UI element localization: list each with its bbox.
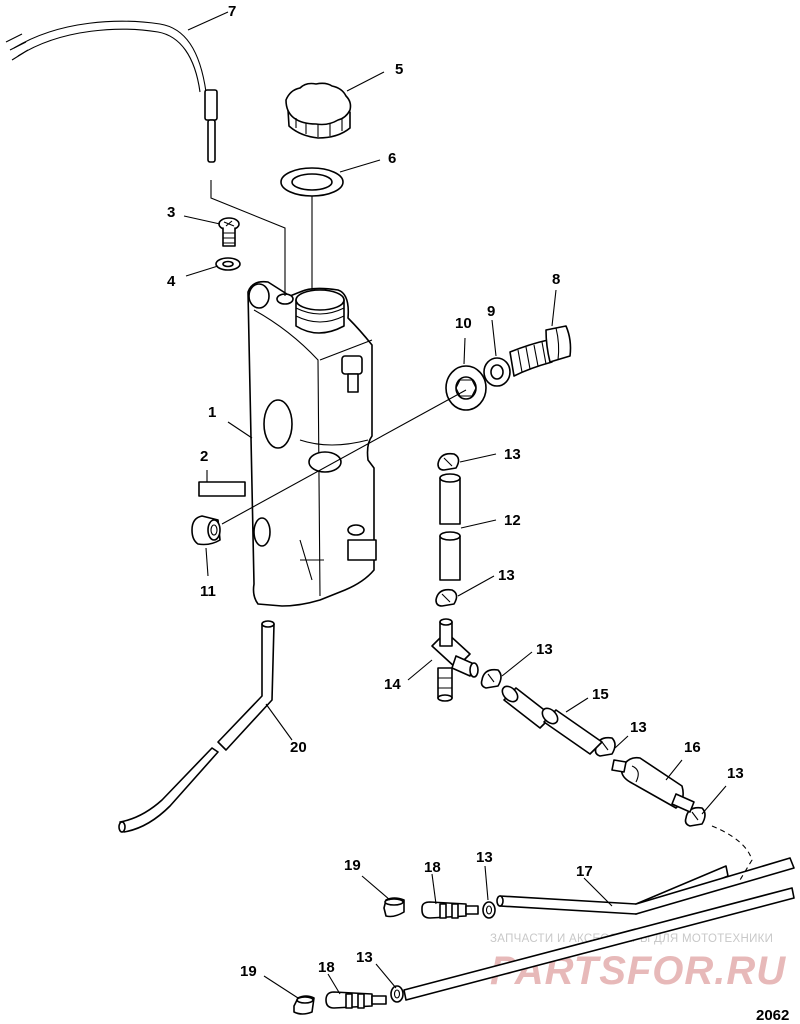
callout-1: 1 <box>208 404 216 421</box>
part-18-fitting <box>421 901 479 919</box>
part-19-cap <box>383 897 405 918</box>
part-11-grommet <box>191 515 221 546</box>
part-2-decal <box>198 481 246 497</box>
callout-18-a: 18 <box>424 859 441 876</box>
callout-20: 20 <box>290 739 307 756</box>
callout-7: 7 <box>228 3 236 20</box>
callout-2: 2 <box>200 448 208 465</box>
callout-13-a: 13 <box>504 446 521 463</box>
lower-hose <box>403 887 795 1001</box>
part-17-hose <box>496 825 795 915</box>
part-8-bolt <box>509 325 572 377</box>
callout-11: 11 <box>200 583 216 600</box>
callout-labels: 7 5 6 3 4 8 9 10 1 2 11 13 12 13 13 14 1… <box>167 3 744 980</box>
callout-6: 6 <box>388 150 396 167</box>
part-5-filler-cap <box>285 82 352 139</box>
figure-number: 2062 <box>756 1007 789 1024</box>
part-4-washer <box>215 257 241 271</box>
callout-19-a: 19 <box>344 857 361 874</box>
callout-17: 17 <box>576 863 593 880</box>
callout-13-e: 13 <box>727 765 744 782</box>
part-16-filter <box>611 756 695 813</box>
callout-4: 4 <box>167 273 176 290</box>
callout-8: 8 <box>552 271 560 288</box>
callout-14: 14 <box>384 676 401 693</box>
callout-19-b: 19 <box>240 963 257 980</box>
callout-13-f: 13 <box>476 849 493 866</box>
part-7-sender-harness <box>5 20 218 163</box>
part-14-tee-fitting <box>431 618 479 702</box>
part-13-clamp <box>482 901 496 919</box>
callout-5: 5 <box>395 61 403 78</box>
part-3-screw <box>218 217 240 247</box>
callout-10: 10 <box>455 315 472 332</box>
callout-13-g: 13 <box>356 949 373 966</box>
callout-18-b: 18 <box>318 959 335 976</box>
callout-15: 15 <box>592 686 609 703</box>
callout-3: 3 <box>167 204 175 221</box>
callout-9: 9 <box>487 303 495 320</box>
part-18-fitting <box>325 991 387 1009</box>
part-13-clamp <box>435 588 458 607</box>
part-20-drain-hose <box>118 620 275 833</box>
part-12-hose <box>439 473 461 581</box>
part-10-grommet <box>445 365 487 411</box>
part-13-clamp <box>480 668 502 689</box>
leader-lines <box>183 11 727 999</box>
callout-13-b: 13 <box>498 567 515 584</box>
callout-16: 16 <box>684 739 701 756</box>
part-1-oil-tank <box>247 280 377 607</box>
callout-13-d: 13 <box>630 719 647 736</box>
part-13-clamp <box>390 985 404 1003</box>
part-19-cap <box>293 995 315 1015</box>
part-9-washer <box>483 357 511 387</box>
callout-13-c: 13 <box>536 641 553 658</box>
part-6-gasket <box>280 167 344 197</box>
part-13-clamp <box>437 452 460 471</box>
part-15-hose <box>501 685 603 755</box>
callout-12: 12 <box>504 512 521 529</box>
